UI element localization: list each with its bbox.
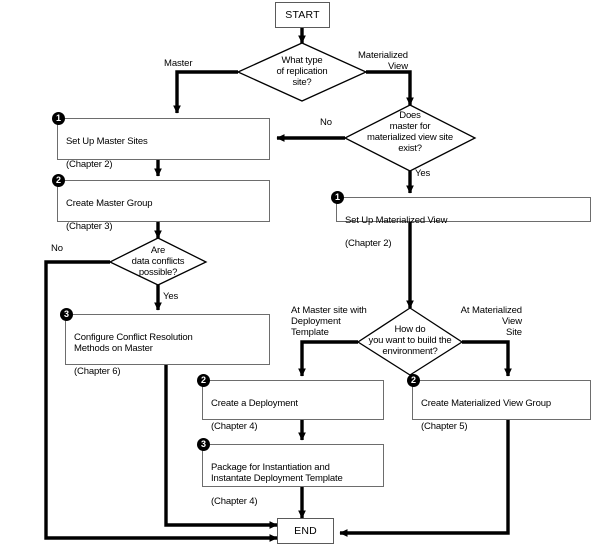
decision-data-conflicts-label: Are data conflicts possible? [131,245,185,278]
badge-number-icon-configure-conflict-resolution: 3 [60,308,73,321]
decision-build-environment-label: How do you want to build the environment… [368,324,452,357]
edge-label-master: Master [164,58,193,69]
process-create-a-deployment-chapter: (Chapter 4) [211,420,258,432]
badge-number-icon-create-master-group: 2 [52,174,65,187]
edge-mv-group-to-end [339,420,510,537]
decision-data-conflicts-shape [108,237,208,286]
process-set-up-master-sites-chapter: (Chapter 2) [66,158,113,170]
edge-label-conflicts-no: No [51,243,63,254]
process-create-a-deployment-title: Create a Deployment [211,397,298,409]
edge-label-master-exists-no: No [320,117,332,128]
process-set-up-materialized-view-chapter: (Chapter 2) [345,237,392,249]
edge-build-env-deployment-template [298,340,358,377]
edge-label-conflicts-yes: Yes [163,291,179,302]
edge-label-at-materialized-view-site: At Materialized View Site [460,305,522,338]
process-create-materialized-view-group-chapter: (Chapter 5) [421,420,468,432]
edge-master-branch [173,70,238,114]
decision-replication-type-label: What type of replication site? [276,55,328,88]
edge-label-at-master-site-deployment-template: At Master site with Deployment Template [291,305,367,338]
edge-conflicts-no-to-end [44,260,278,542]
process-create-master-group-chapter: (Chapter 3) [66,220,113,232]
badge-number-icon-set-up-materialized-view: 1 [331,191,344,204]
badge-number-icon-set-up-master-sites: 1 [52,112,65,125]
process-create-a-deployment: Create a Deployment (Chapter 4) [202,380,384,432]
process-set-up-master-sites: Set Up Master Sites (Chapter 2) [57,118,270,170]
edge-materialized-view-branch [366,70,414,106]
decision-master-exists-label: Does master for materialized view site e… [367,110,453,154]
process-create-materialized-view-group-title: Create Materialized View Group [421,397,551,409]
process-configure-conflict-resolution-title: Configure Conflict Resolution Methods on… [74,331,193,355]
badge-number-icon-create-a-deployment: 2 [197,374,210,387]
process-package-instantiate-chapter: (Chapter 4) [211,496,258,507]
process-set-up-materialized-view: Set Up Materialized View (Chapter 2) [336,197,591,249]
terminator-start: START [275,2,330,28]
decision-replication-type-shape [236,42,368,102]
process-set-up-master-sites-title: Set Up Master Sites [66,135,148,147]
badge-number-icon-create-materialized-view-group: 2 [407,374,420,387]
edge-label-master-exists-yes: Yes [415,168,431,179]
process-configure-conflict-resolution: Configure Conflict Resolution Methods on… [65,314,270,377]
process-create-materialized-view-group: Create Materialized View Group (Chapter … [412,380,591,432]
edge-conflict-resolution-to-end [164,365,278,529]
process-configure-conflict-resolution-chapter: (Chapter 6) [74,366,121,377]
edge-label-materialized-view: Materialized View [357,50,408,72]
process-create-master-group: Create Master Group (Chapter 3) [57,180,270,232]
badge-number-icon-package-instantiate: 3 [197,438,210,451]
process-package-instantiate-title: Package for Instantiation and Instantate… [211,461,343,485]
process-set-up-materialized-view-title: Set Up Materialized View [345,214,448,226]
terminator-end: END [277,518,334,544]
edge-build-env-materialized-view-site [462,340,512,377]
process-package-instantiate-deployment-template: Package for Instantiation and Instantate… [202,444,384,507]
decision-master-exists-shape [343,104,477,172]
process-create-master-group-title: Create Master Group [66,197,153,209]
